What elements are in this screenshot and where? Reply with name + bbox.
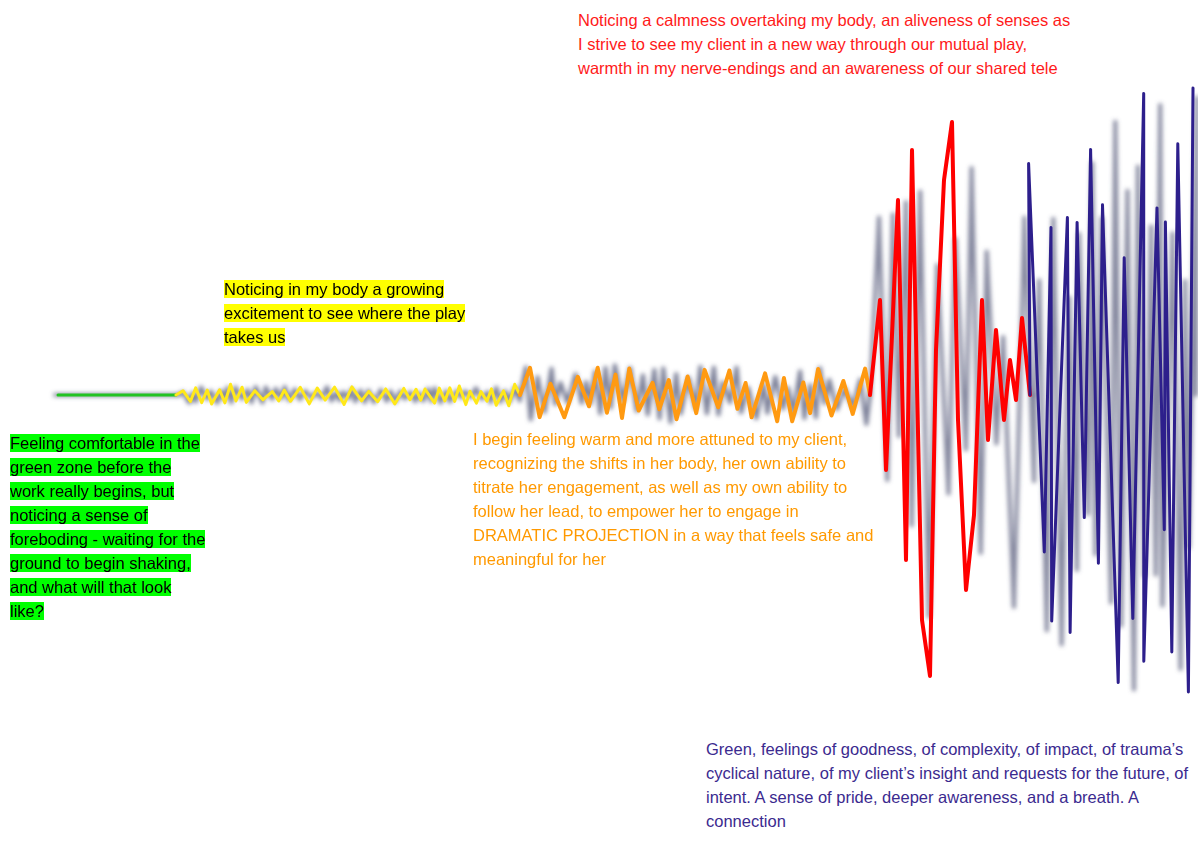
annotation-text: Noticing a calmness overtaking my body, … (578, 11, 1070, 77)
annotation-text: Noticing in my body a growing excitement… (224, 280, 465, 346)
signal-stroke (520, 368, 870, 422)
signal-stroke (1029, 88, 1193, 692)
yellow-annotation: Noticing in my body a growing excitement… (224, 277, 486, 349)
signal-stroke (870, 122, 1030, 676)
signal-stroke (520, 365, 870, 424)
green-annotation: Feeling comfortable in the green zone be… (10, 431, 208, 623)
annotation-text: Green, feelings of goodness, of complexi… (706, 740, 1188, 830)
orange-annotation: I begin feeling warm and more attuned to… (473, 427, 878, 571)
annotation-text: Feeling comfortable in the green zone be… (10, 434, 205, 620)
colored-signal (58, 88, 1193, 692)
grey-signal (55, 97, 1197, 689)
signal-stroke (55, 393, 178, 397)
purple-annotation: Green, feelings of goodness, of complexi… (706, 737, 1190, 833)
annotation-text: I begin feeling warm and more attuned to… (473, 430, 873, 568)
red-annotation: Noticing a calmness overtaking my body, … (578, 8, 1073, 80)
signal-stroke (176, 384, 520, 406)
signal-stroke (58, 394, 176, 397)
